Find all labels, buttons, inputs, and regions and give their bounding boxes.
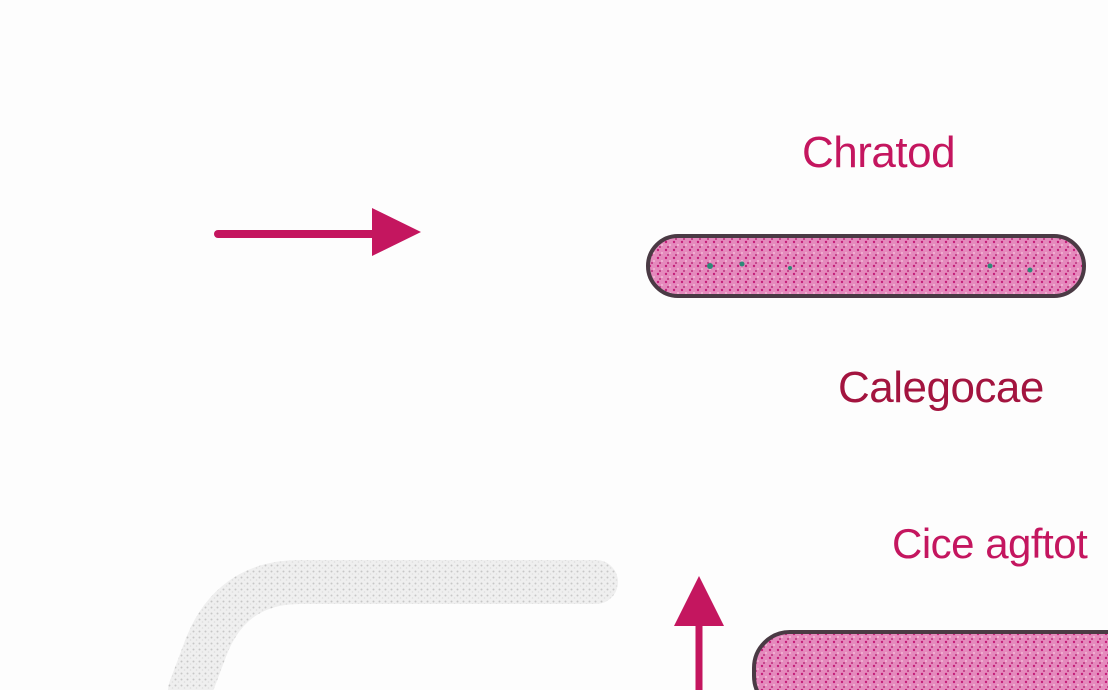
- label-bottom: Cice agftot: [892, 520, 1088, 567]
- rod-gray-bent: [168, 560, 618, 690]
- label-middle: Calegocae: [838, 363, 1044, 412]
- label-top: Chratod: [802, 128, 956, 177]
- rod-bottom: [752, 630, 1108, 690]
- arrow-right-icon: [214, 208, 421, 256]
- arrow-up-icon: [674, 576, 724, 690]
- rod-top: [646, 234, 1086, 298]
